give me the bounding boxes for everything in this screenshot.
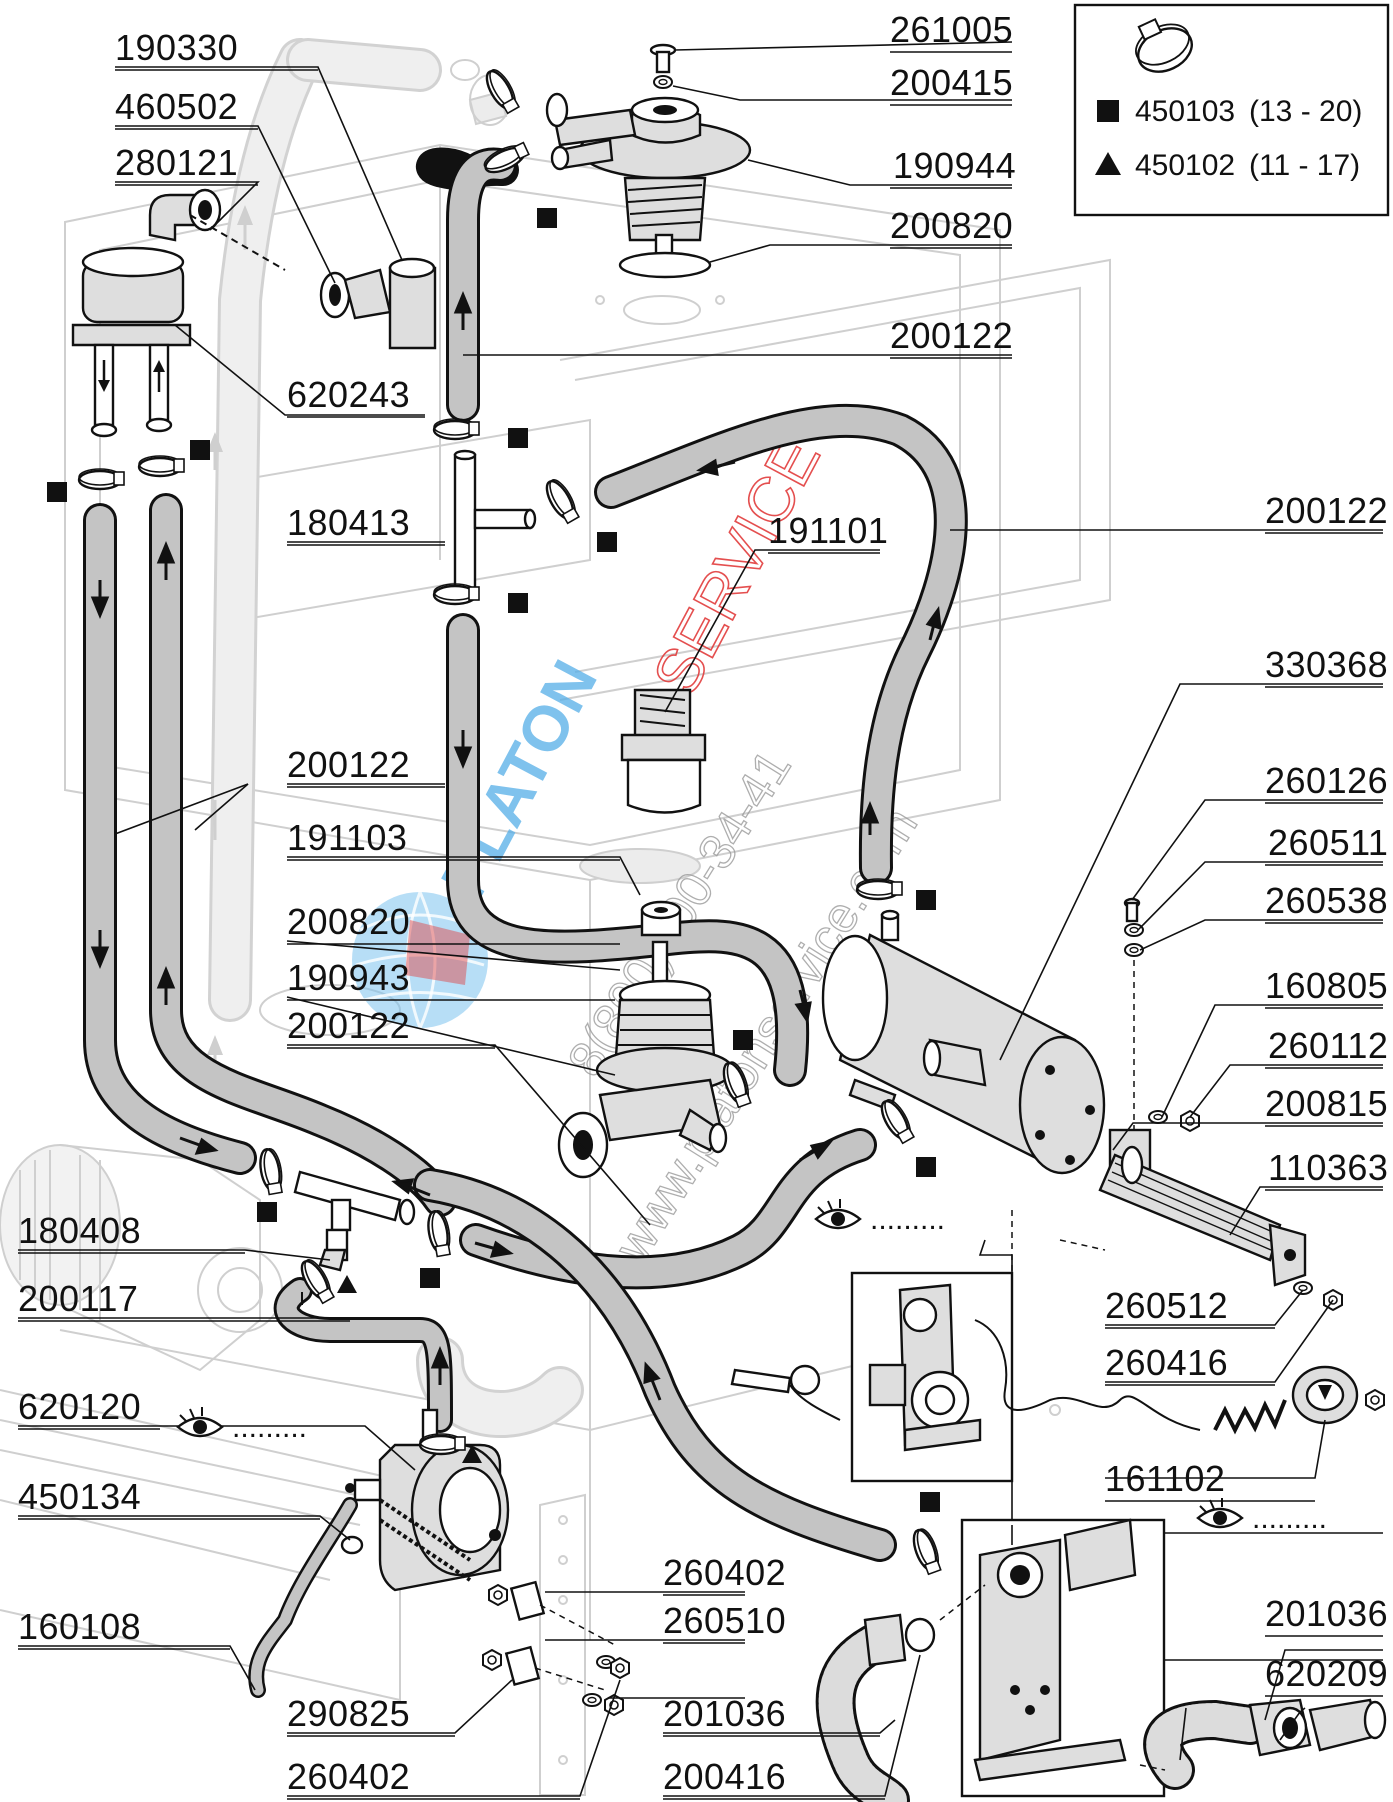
part-label: 260402 xyxy=(663,1552,786,1593)
part-label: 160805 xyxy=(1265,965,1388,1006)
part-label: 280121 xyxy=(115,142,238,183)
elbow-620209 xyxy=(1248,1698,1387,1757)
view-marker-dots: ......... xyxy=(870,1203,945,1236)
part-label: 260112 xyxy=(1268,1025,1388,1066)
square-marker xyxy=(733,1030,753,1050)
tee-180413 xyxy=(453,449,537,597)
square-marker xyxy=(190,440,210,460)
clamp-size-markers xyxy=(47,208,940,1512)
part-label: 260416 xyxy=(1105,1342,1228,1383)
gasket-200820-top xyxy=(618,251,712,279)
part-number-labels: 190330 460502 280121 620243 180413 20012… xyxy=(18,9,1388,1797)
part-label: 460502 xyxy=(115,86,238,127)
part-label: 180408 xyxy=(18,1210,141,1251)
part-label: 190330 xyxy=(115,27,238,68)
triangle-marker xyxy=(337,1275,357,1293)
square-marker xyxy=(508,428,528,448)
legend-code: 450103 xyxy=(1135,95,1235,128)
part-label: 200815 xyxy=(1265,1083,1388,1124)
part-label: 201036 xyxy=(663,1693,786,1734)
square-marker xyxy=(420,1268,440,1288)
part-label: 330368 xyxy=(1265,644,1388,685)
part-label: 200122 xyxy=(1265,490,1388,531)
part-label: 180413 xyxy=(287,502,410,543)
thermostat-cap xyxy=(1291,1365,1359,1425)
part-label: 200416 xyxy=(663,1756,786,1797)
part-label: 191103 xyxy=(287,817,407,858)
eye-icon xyxy=(814,1197,862,1230)
square-marker xyxy=(916,1157,936,1177)
legend-range: (11 - 17) xyxy=(1249,149,1360,182)
legend-triangle-icon xyxy=(1095,152,1121,175)
part-label: 450134 xyxy=(18,1476,141,1517)
part-label: 260511 xyxy=(1268,822,1388,863)
part-label: 191101 xyxy=(768,510,888,551)
part-label: 620209 xyxy=(1265,1653,1388,1694)
triangle-marker xyxy=(462,1445,482,1463)
part-label: 200122 xyxy=(287,744,410,785)
label-underlines xyxy=(18,51,1383,1800)
fitting-191101 xyxy=(620,688,707,814)
view-markers: ......... ......... ......... xyxy=(176,1197,1327,1535)
part-label: 260126 xyxy=(1265,760,1388,801)
part-label: 260402 xyxy=(287,1756,410,1797)
part-label: 260510 xyxy=(663,1600,786,1641)
gasket-200416 xyxy=(904,1617,936,1653)
part-label: 190944 xyxy=(893,145,1016,186)
eye-icon xyxy=(1196,1496,1244,1529)
square-marker xyxy=(597,532,617,552)
part-label: 200122 xyxy=(890,315,1013,356)
part-label: 260538 xyxy=(1265,880,1388,921)
square-marker xyxy=(916,890,936,910)
air-trap-620243 xyxy=(71,246,192,438)
part-label: 620120 xyxy=(18,1386,141,1427)
part-label: 190943 xyxy=(287,957,410,998)
connector-190330 xyxy=(388,257,437,350)
part-label: 200117 xyxy=(18,1278,138,1319)
part-label: 160108 xyxy=(18,1606,141,1647)
part-label: 200415 xyxy=(890,62,1013,103)
part-label: 110363 xyxy=(1268,1147,1388,1188)
square-marker xyxy=(257,1202,277,1222)
legend-square-icon xyxy=(1097,100,1119,122)
part-label: 620243 xyxy=(287,374,410,415)
part-label: 161102 xyxy=(1105,1458,1225,1499)
square-marker xyxy=(508,593,528,613)
inlet-valve-inset-box xyxy=(960,1518,1166,1798)
watermark-globe-icon xyxy=(352,891,488,1029)
view-marker-dots: ......... xyxy=(1252,1502,1327,1535)
valve-body-190943 xyxy=(557,998,735,1179)
clip-450134 xyxy=(340,1535,364,1555)
leader-lines xyxy=(18,41,1383,1797)
elbow-280121 xyxy=(148,188,222,242)
part-label: 290825 xyxy=(287,1693,410,1734)
eye-icon xyxy=(176,1405,224,1438)
part-label: 200122 xyxy=(287,1005,410,1046)
square-marker xyxy=(537,208,557,228)
part-label: 200820 xyxy=(287,901,410,942)
legend-range: (13 - 20) xyxy=(1249,95,1362,128)
view-marker-dots: ......... xyxy=(232,1411,307,1444)
legend-code: 450102 xyxy=(1135,149,1235,182)
level-switch-190944 xyxy=(545,92,752,265)
inlet-hose-201036-right xyxy=(1143,1699,1270,1790)
part-label: 200820 xyxy=(890,205,1013,246)
thermostat-inset-box xyxy=(850,1271,1014,1483)
inlet-hose-201036 xyxy=(815,1613,910,1802)
legend-box: 450103 (13 - 20) 450102 (11 - 17) xyxy=(1073,3,1390,217)
heating-element-110363 xyxy=(1098,1145,1307,1287)
tee-180408 xyxy=(293,1170,416,1272)
hose-clamp-icon xyxy=(1135,17,1193,73)
part-label: 261005 xyxy=(890,9,1013,50)
flow-arrows xyxy=(90,291,942,1401)
screw-261005 xyxy=(649,43,677,74)
square-marker xyxy=(47,482,67,502)
screw-260126 xyxy=(1123,897,1141,923)
square-marker xyxy=(920,1492,940,1512)
spacer-290825 xyxy=(482,1580,546,1687)
part-label: 201036 xyxy=(1265,1593,1388,1634)
part-label: 260512 xyxy=(1105,1285,1228,1326)
spring-161102 xyxy=(1213,1399,1287,1435)
